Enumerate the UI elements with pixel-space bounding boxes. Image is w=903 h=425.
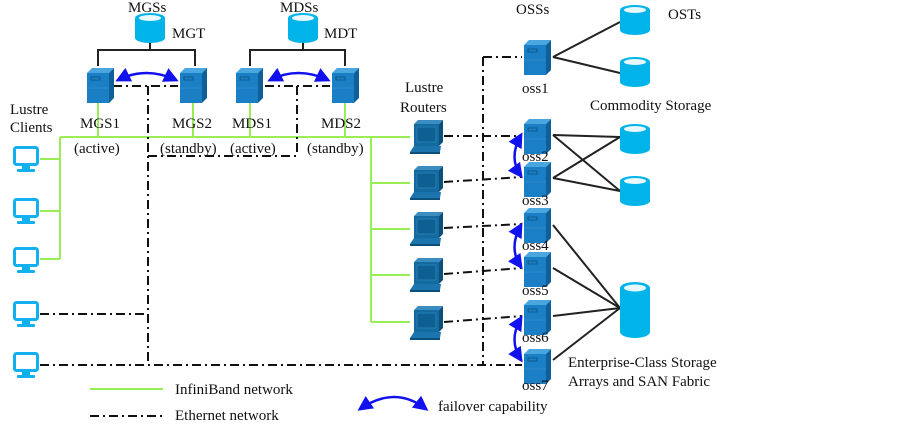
legend-infiniband-label: InfiniBand network	[175, 382, 293, 398]
oss2-label: oss2	[522, 149, 549, 165]
mgs2-label: MGS2	[172, 116, 212, 132]
oss3-label: oss3	[522, 193, 549, 209]
mds1-server-icon	[235, 67, 264, 104]
client-monitor-icon	[13, 146, 39, 174]
client-monitor-icon	[13, 301, 39, 329]
mgs2-server-icon	[179, 67, 208, 104]
oss5-label: oss5	[522, 283, 549, 299]
oss4-label: oss4	[522, 238, 549, 254]
mds1-state: (active)	[230, 141, 276, 157]
failover-arrows	[115, 67, 523, 363]
enterprise-storage-label-line1: Enterprise-Class Storage	[568, 355, 717, 371]
mgs1-label: MGS1	[80, 116, 120, 132]
legend-failover-label: failover capability	[438, 399, 548, 415]
mgs-group-title: MGSs	[128, 0, 167, 16]
mdt-storage-icon	[288, 13, 318, 43]
enterprise-storage-icon	[620, 282, 650, 338]
oss1-label: oss1	[522, 81, 549, 97]
storage-links	[97, 21, 621, 361]
enterprise-storage-label-line2: Arrays and SAN Fabric	[568, 374, 710, 390]
routers-title-line2: Routers	[400, 100, 447, 116]
client-monitor-icon	[13, 247, 39, 275]
commodity-storage-icon	[620, 176, 650, 206]
clients-title-line1: Lustre	[10, 102, 49, 118]
mds2-state: (standby)	[307, 141, 364, 157]
commodity-storage-icon	[620, 124, 650, 154]
oss-group-title: OSSs	[516, 2, 550, 18]
mgs1-server-icon	[86, 67, 115, 104]
mds-group-title: MDSs	[280, 0, 319, 16]
legend-failover-arrow-icon	[357, 395, 429, 411]
mgt-storage-icon	[135, 13, 165, 43]
legend: InfiniBand network Ethernet network fail…	[90, 382, 548, 424]
router-icon	[409, 257, 444, 293]
osts-title: OSTs	[668, 7, 701, 23]
legend-ethernet-label: Ethernet network	[175, 408, 279, 424]
mds2-server-icon	[331, 67, 360, 104]
commodity-storage-label: Commodity Storage	[590, 98, 712, 114]
mgs2-state: (standby)	[160, 141, 217, 157]
oss7-label: oss7	[522, 378, 549, 394]
routers-title-line1: Lustre	[405, 80, 444, 96]
router-icon	[409, 211, 444, 247]
client-monitor-icon	[13, 352, 39, 380]
oss1-server-icon	[523, 39, 552, 76]
router-icon	[409, 165, 444, 201]
oss6-label: oss6	[522, 330, 549, 346]
mgs1-state: (active)	[74, 141, 120, 157]
infiniband-network	[40, 100, 410, 323]
ethernet-network	[40, 56, 523, 366]
ost-storage-icon	[620, 57, 650, 87]
mdt-label: MDT	[324, 26, 357, 42]
ost-storage-icon	[620, 5, 650, 35]
mds1-label: MDS1	[232, 116, 272, 132]
client-monitor-icon	[13, 198, 39, 226]
oss5-server-icon	[523, 251, 552, 288]
router-icon	[409, 119, 444, 155]
clients-title-line2: Clients	[10, 120, 53, 136]
oss3-server-icon	[523, 161, 552, 198]
router-icon	[409, 305, 444, 341]
mgt-label: MGT	[172, 26, 205, 42]
mds2-label: MDS2	[321, 116, 361, 132]
